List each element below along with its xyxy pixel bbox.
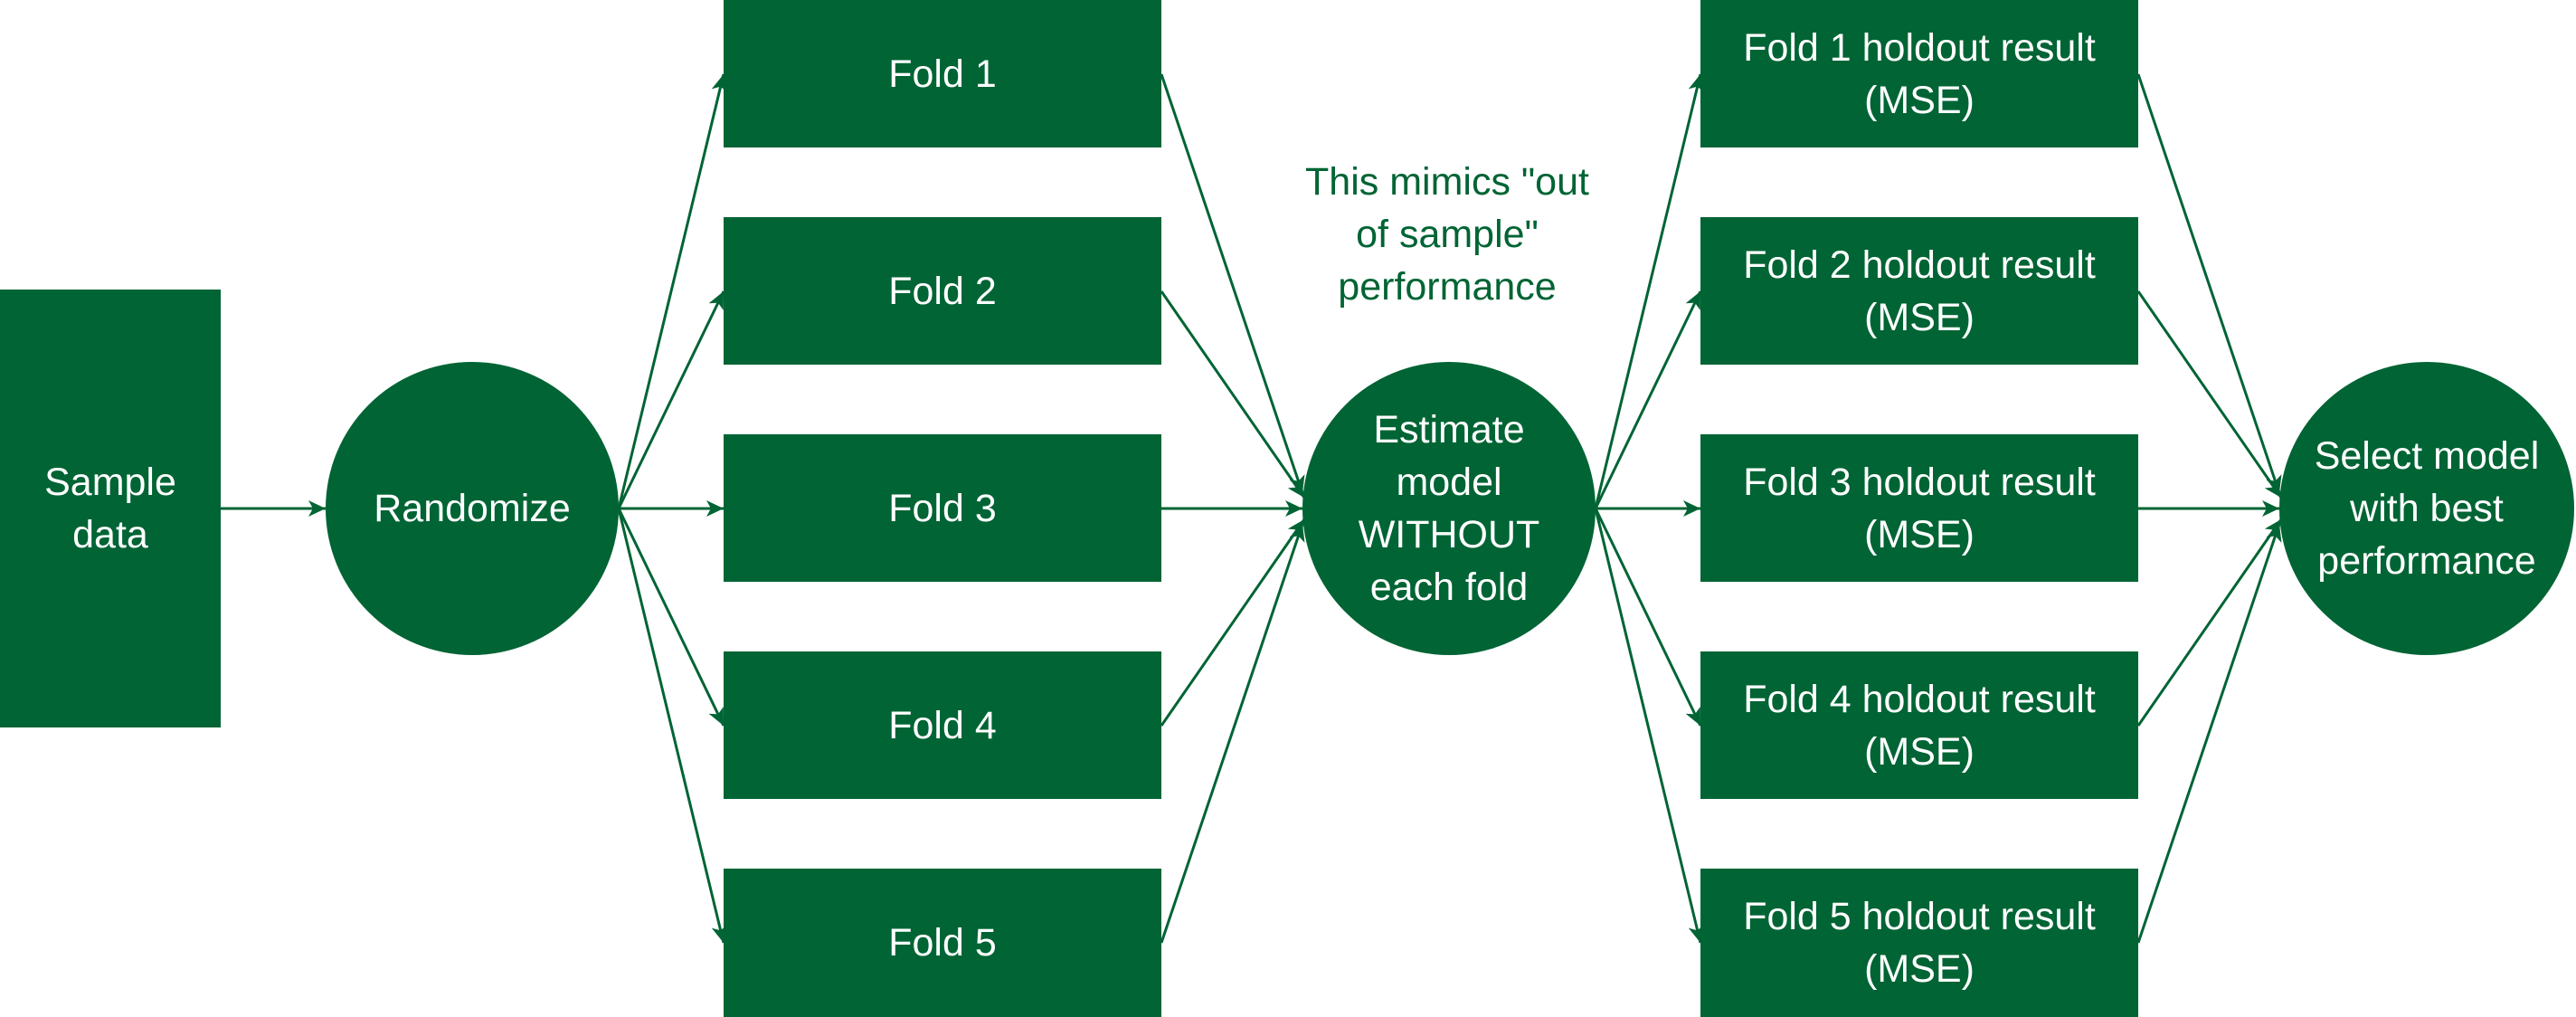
edge-estimate-to-result-4 [1594,508,1702,727]
fold-1-node: Fold 1 [724,0,1161,147]
edge-result-2-to-select [2136,290,2283,499]
edge-randomize-to-fold-2 [617,290,725,509]
fold-5-node: Fold 5 [724,869,1161,1017]
fold-4-node: Fold 4 [724,651,1161,799]
randomize-node: Randomize [326,362,619,655]
edge-fold-5-to-estimate [1160,523,1305,944]
fold-5-result-node: Fold 5 holdout result (MSE) [1700,869,2138,1017]
fold-1-result-node: Fold 1 holdout result (MSE) [1700,0,2138,147]
edge-randomize-to-fold-1 [617,73,728,509]
select-model-node: Select model with best performance [2279,362,2574,655]
edge-result-1-to-select [2136,73,2282,494]
edge-result-4-to-select [2136,518,2283,727]
edge-randomize-to-fold-5 [617,508,728,944]
edge-fold-4-to-estimate [1160,518,1306,727]
edge-randomize-to-fold-4 [617,508,725,727]
fold-3-node: Fold 3 [724,434,1161,582]
edge-result-5-to-select [2136,523,2282,944]
edge-fold-1-to-estimate [1160,73,1305,494]
fold-2-node: Fold 2 [724,217,1161,365]
fold-3-result-node: Fold 3 holdout result (MSE) [1700,434,2138,582]
sample-data-node: Sample data [0,290,221,727]
fold-4-result-node: Fold 4 holdout result (MSE) [1700,651,2138,799]
estimate-model-node: Estimate model WITHOUT each fold [1302,362,1596,655]
fold-2-result-node: Fold 2 holdout result (MSE) [1700,217,2138,365]
edge-estimate-to-result-1 [1594,73,1705,509]
edge-estimate-to-result-2 [1594,290,1702,509]
edge-estimate-to-result-5 [1594,508,1705,944]
out-of-sample-note: This mimics "out of sample" performance [1305,160,1589,309]
edge-fold-2-to-estimate [1160,290,1306,499]
